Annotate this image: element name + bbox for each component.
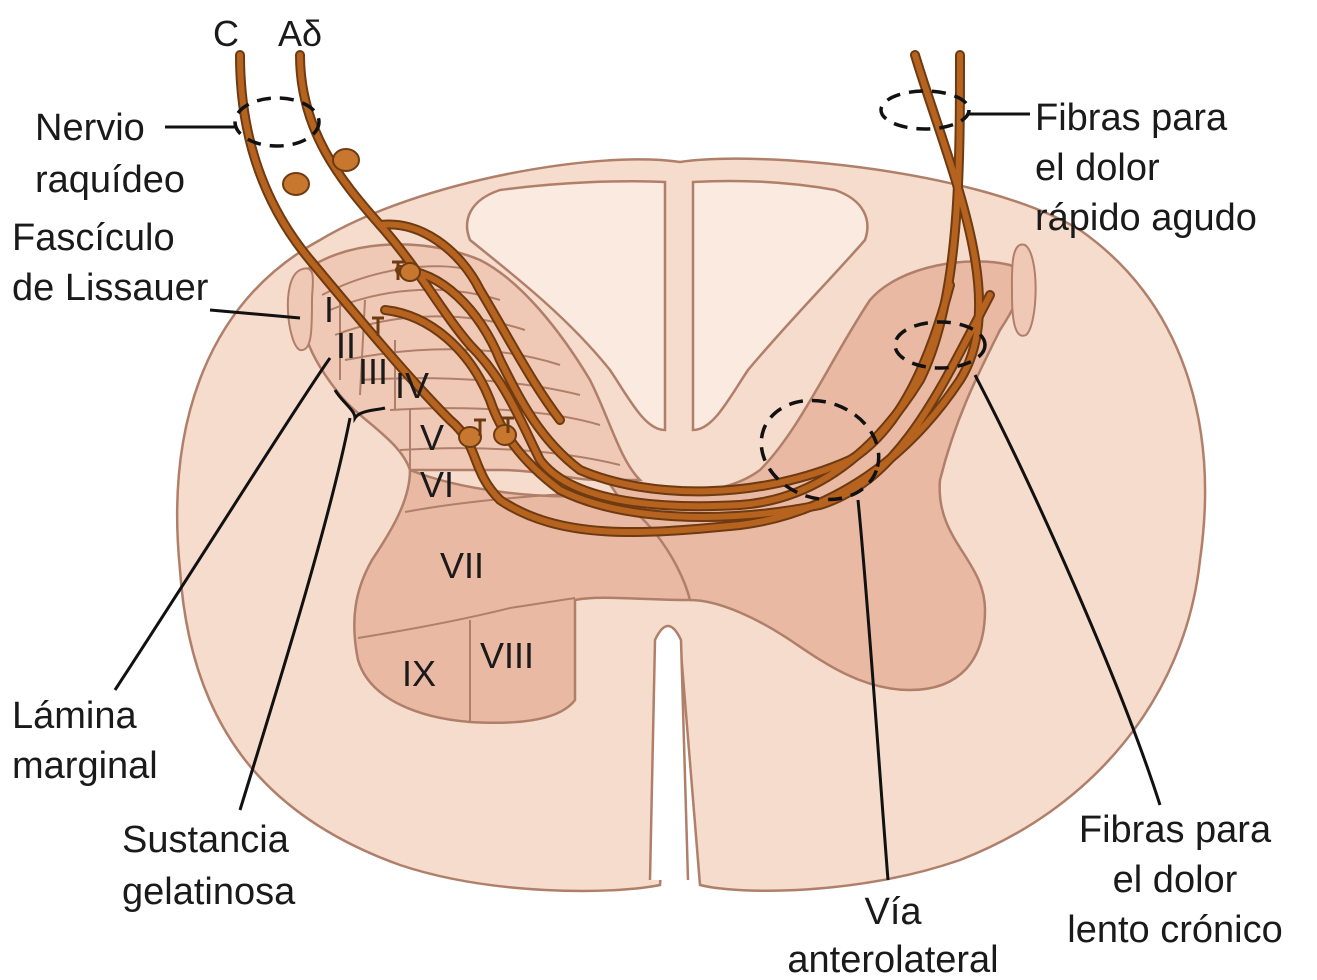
lissauer-tract-right	[1012, 245, 1036, 336]
lamina-label-viii: VIII	[480, 635, 534, 676]
label-fibras-lento-line1: Fibras para	[1079, 809, 1272, 851]
label-fibras-lento: Fibras para el dolor lento crónico	[1067, 809, 1282, 951]
label-fibras-lento-line3: lento crónico	[1067, 909, 1282, 951]
fiber-header-c: C	[213, 13, 239, 54]
label-fibras-rapido: Fibras para el dolor rápido agudo	[1035, 97, 1257, 239]
label-fibras-lento-line2: el dolor	[1113, 859, 1238, 901]
fiber-header-a-delta: Aδ	[278, 13, 322, 54]
label-fasciculo-lissauer: Fascículo de Lissauer	[12, 217, 209, 309]
lamina-label-vii: VII	[440, 545, 484, 586]
label-lamina-line2: marginal	[12, 745, 158, 787]
lamina-label-ii: II	[336, 325, 356, 366]
label-nervio-raquideo: Nervio raquídeo	[35, 107, 185, 201]
ventral-median-fissure	[650, 626, 688, 880]
label-lamina-marginal: Lámina marginal	[12, 695, 158, 787]
label-fibras-rapido-line3: rápido agudo	[1035, 197, 1257, 239]
label-sustancia-line1: Sustancia	[122, 819, 290, 861]
label-via-anterolateral: Vía anterolateral	[787, 891, 998, 980]
label-sustancia-gelatinosa: Sustancia gelatinosa	[122, 819, 296, 913]
lissauer-tract-left	[288, 268, 313, 350]
lamina-label-i: I	[324, 289, 334, 330]
label-fasciculo-line2: de Lissauer	[12, 267, 209, 309]
label-nervio-line2: raquídeo	[35, 159, 185, 201]
label-fibras-rapido-line1: Fibras para	[1035, 97, 1228, 139]
lamina-label-ix: IX	[402, 653, 436, 694]
label-sustancia-line2: gelatinosa	[122, 871, 296, 913]
lamina-label-v: V	[420, 417, 444, 458]
label-fibras-rapido-line2: el dolor	[1035, 147, 1160, 189]
label-fasciculo-line1: Fascículo	[12, 217, 175, 259]
lamina-label-iv: IV	[395, 365, 429, 406]
label-lamina-line1: Lámina	[12, 695, 137, 737]
lamina-label-vi: VI	[420, 464, 454, 505]
label-nervio-line1: Nervio	[35, 107, 145, 149]
label-via-line2: anterolateral	[787, 939, 998, 980]
lamina-label-iii: III	[358, 351, 388, 392]
label-via-line1: Vía	[864, 891, 922, 933]
